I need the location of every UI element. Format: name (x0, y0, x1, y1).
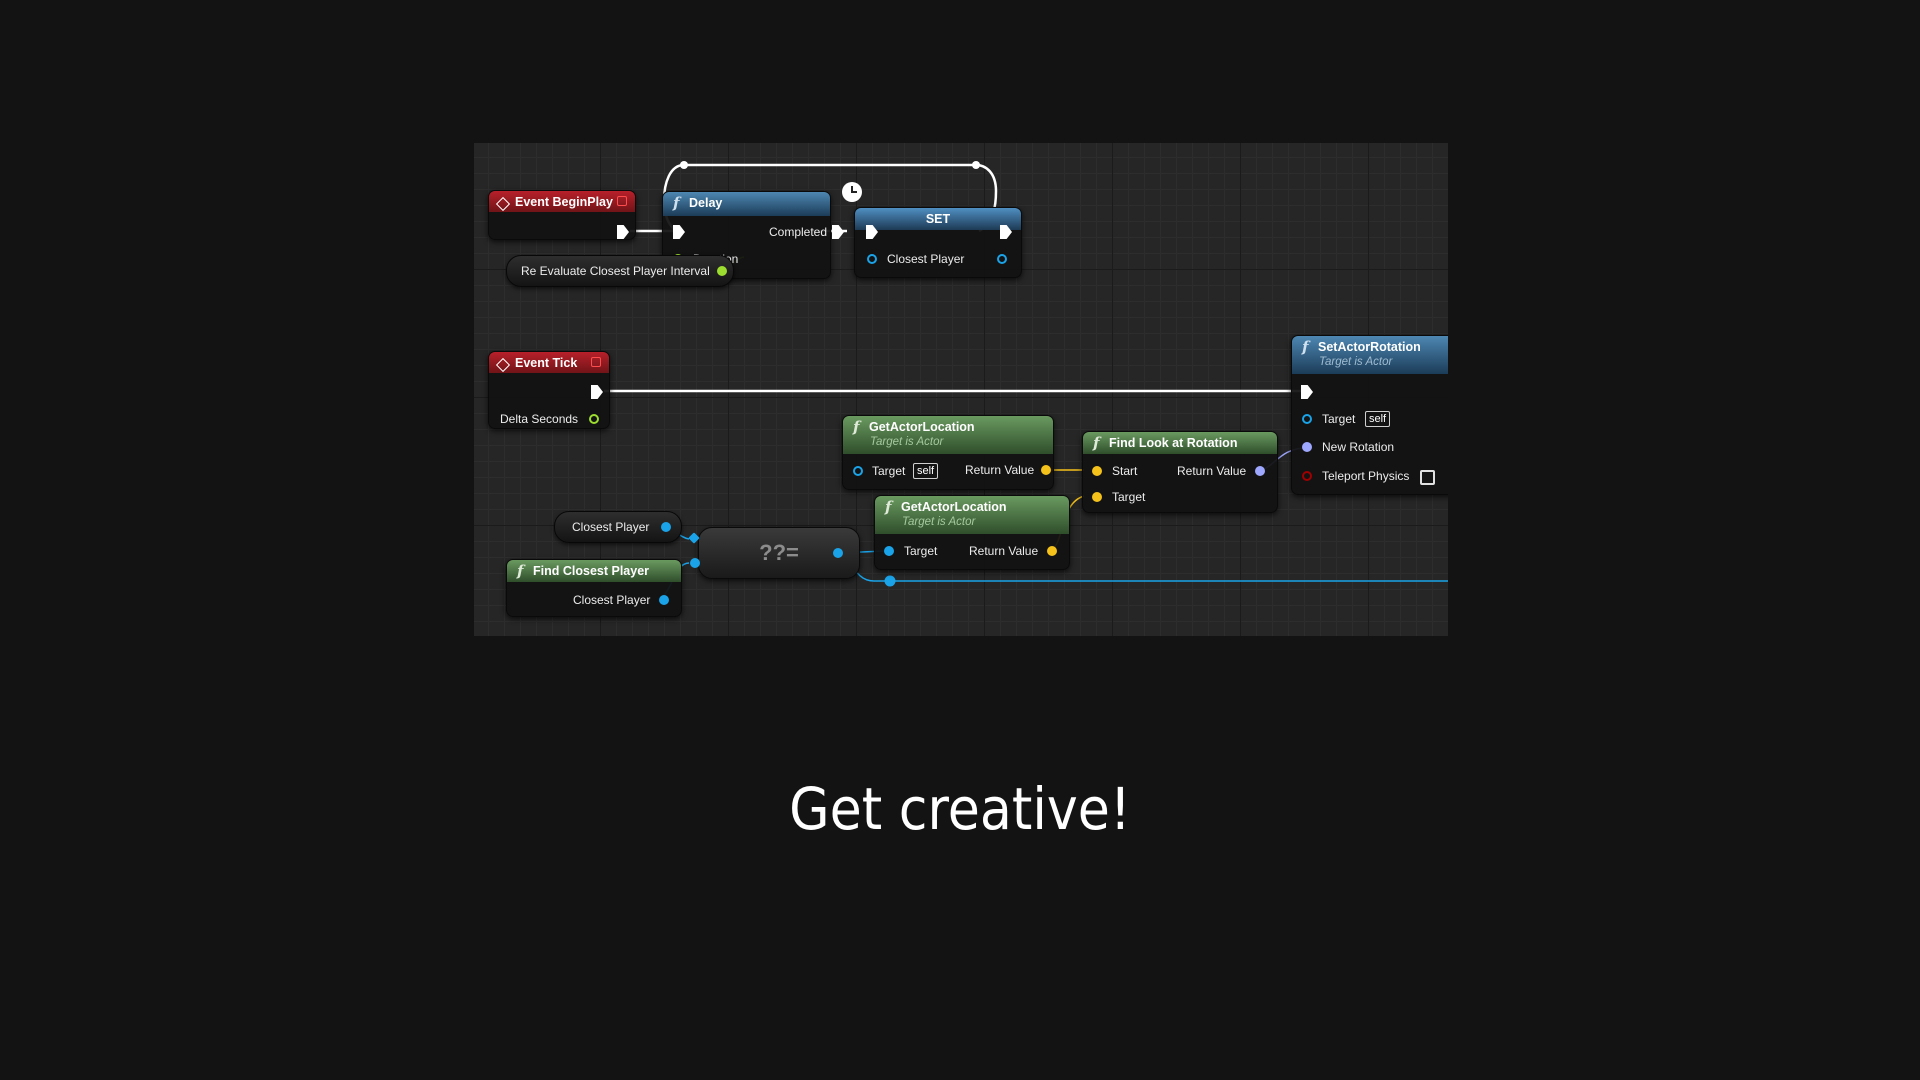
delete-square-icon (591, 357, 601, 367)
delta-seconds-pin[interactable] (589, 414, 599, 424)
node-title: GetActorLocation (869, 420, 975, 434)
function-icon: f (1093, 434, 1100, 452)
exec-input-pin[interactable] (866, 225, 878, 239)
node-title: Find Look at Rotation (1109, 436, 1238, 450)
node-title: SetActorRotation (1318, 340, 1421, 354)
node-header: f GetActorLocation Target is Actor (843, 416, 1053, 454)
node-title: Event BeginPlay (515, 195, 613, 209)
start-label: Start (1112, 464, 1138, 478)
closest-player-output-pin[interactable] (997, 254, 1007, 264)
closest-player-output-pin[interactable] (659, 595, 669, 605)
float-output-pin[interactable] (717, 266, 727, 276)
exec-input-pin[interactable] (1301, 385, 1313, 399)
node-header: f Find Closest Player (507, 560, 681, 582)
node-header: Event BeginPlay (489, 191, 635, 212)
closest-player-label: Closest Player (887, 252, 965, 266)
return-value-pin[interactable] (1041, 465, 1051, 475)
return-value-label: Return Value (965, 463, 1035, 477)
blueprint-graph[interactable]: Event BeginPlay f Delay Completed Durati… (474, 143, 1448, 636)
exec-output-pin[interactable] (591, 385, 603, 399)
node-title: SET (925, 212, 951, 226)
event-tick-node[interactable]: Event Tick Delta Seconds (488, 351, 610, 429)
function-icon: f (853, 418, 860, 436)
node-title: Event Tick (515, 356, 578, 370)
function-icon: f (885, 498, 892, 516)
target-label: Target (1322, 412, 1356, 426)
node-header: f SetActorRotation Target is Actor (1292, 336, 1448, 374)
target-pin[interactable] (853, 466, 863, 476)
target-label: Target (904, 544, 938, 558)
teleport-physics-label: Teleport Physics (1322, 469, 1410, 483)
set-actor-rotation-node[interactable]: f SetActorRotation Target is Actor Targe… (1291, 335, 1448, 495)
is-valid-node[interactable]: ??= (688, 527, 860, 579)
function-icon: f (517, 562, 524, 580)
return-value-label: Return Value (969, 544, 1039, 558)
closest-player-label: Closest Player (573, 593, 651, 607)
object-input-pin-b[interactable] (690, 558, 700, 568)
teleport-physics-pin[interactable] (1302, 471, 1312, 481)
self-default-value: self (913, 463, 939, 479)
return-value-pin[interactable] (1047, 546, 1057, 556)
operator-label: ??= (759, 540, 799, 565)
node-header: Event Tick (489, 352, 609, 373)
node-subtitle: Target is Actor (902, 516, 976, 528)
node-title: Find Closest Player (533, 564, 650, 578)
start-pin[interactable] (1092, 466, 1102, 476)
node-subtitle: Target is Actor (870, 436, 944, 448)
completed-label: Completed (769, 225, 828, 239)
reevaluate-interval-variable[interactable]: Re Evaluate Closest Player Interval (506, 255, 734, 287)
node-subtitle: Target is Actor (1319, 356, 1393, 368)
new-rotation-label: New Rotation (1322, 440, 1395, 454)
variable-label: Closest Player (572, 520, 650, 534)
get-actor-location-node-2[interactable]: f GetActorLocation Target is Actor Targe… (874, 495, 1070, 570)
new-rotation-pin[interactable] (1302, 442, 1312, 452)
exec-output-pin[interactable] (1000, 225, 1012, 239)
return-value-pin[interactable] (1255, 466, 1265, 476)
node-header: f Delay (663, 192, 830, 216)
target-pin[interactable] (1302, 414, 1312, 424)
node-title: GetActorLocation (901, 500, 1007, 514)
exec-output-pin[interactable] (617, 225, 629, 239)
event-diamond-icon (495, 196, 511, 212)
target-pin[interactable] (884, 546, 894, 556)
delta-seconds-label: Delta Seconds (500, 412, 579, 426)
target-label: Target (1112, 490, 1146, 504)
teleport-physics-checkbox[interactable] (1420, 470, 1435, 485)
event-beginplay-node[interactable]: Event BeginPlay (488, 190, 636, 240)
node-header: f Find Look at Rotation (1083, 432, 1277, 454)
self-default-value: self (1365, 411, 1391, 427)
closest-player-variable[interactable]: Closest Player (554, 511, 682, 543)
function-icon: f (673, 194, 680, 212)
find-look-at-rotation-node[interactable]: f Find Look at Rotation Start Return Val… (1082, 431, 1278, 513)
variable-label: Re Evaluate Closest Player Interval (521, 264, 710, 278)
target-pin[interactable] (1092, 492, 1102, 502)
get-actor-location-node-1[interactable]: f GetActorLocation Target is Actor Targe… (842, 415, 1054, 490)
delay-node[interactable]: f Delay Completed Duration (662, 182, 862, 279)
event-diamond-icon (495, 357, 511, 373)
clock-icon (842, 182, 862, 202)
object-output-pin[interactable] (661, 522, 671, 532)
delete-square-icon (617, 196, 627, 206)
exec-completed-pin[interactable] (832, 225, 844, 239)
exec-input-pin[interactable] (673, 225, 685, 239)
find-closest-player-node[interactable]: f Find Closest Player Closest Player (506, 559, 682, 617)
node-title: Delay (689, 196, 723, 210)
object-output-pin[interactable] (833, 548, 843, 558)
node-header: f GetActorLocation Target is Actor (875, 496, 1069, 534)
set-node[interactable]: SET Closest Player (854, 207, 1022, 278)
target-label: Target (872, 464, 906, 478)
function-icon: f (1302, 338, 1309, 356)
slide-caption: Get creative! (789, 775, 1131, 843)
return-value-label: Return Value (1177, 464, 1247, 478)
node-header: SET (855, 208, 1021, 230)
closest-player-input-pin[interactable] (867, 254, 877, 264)
